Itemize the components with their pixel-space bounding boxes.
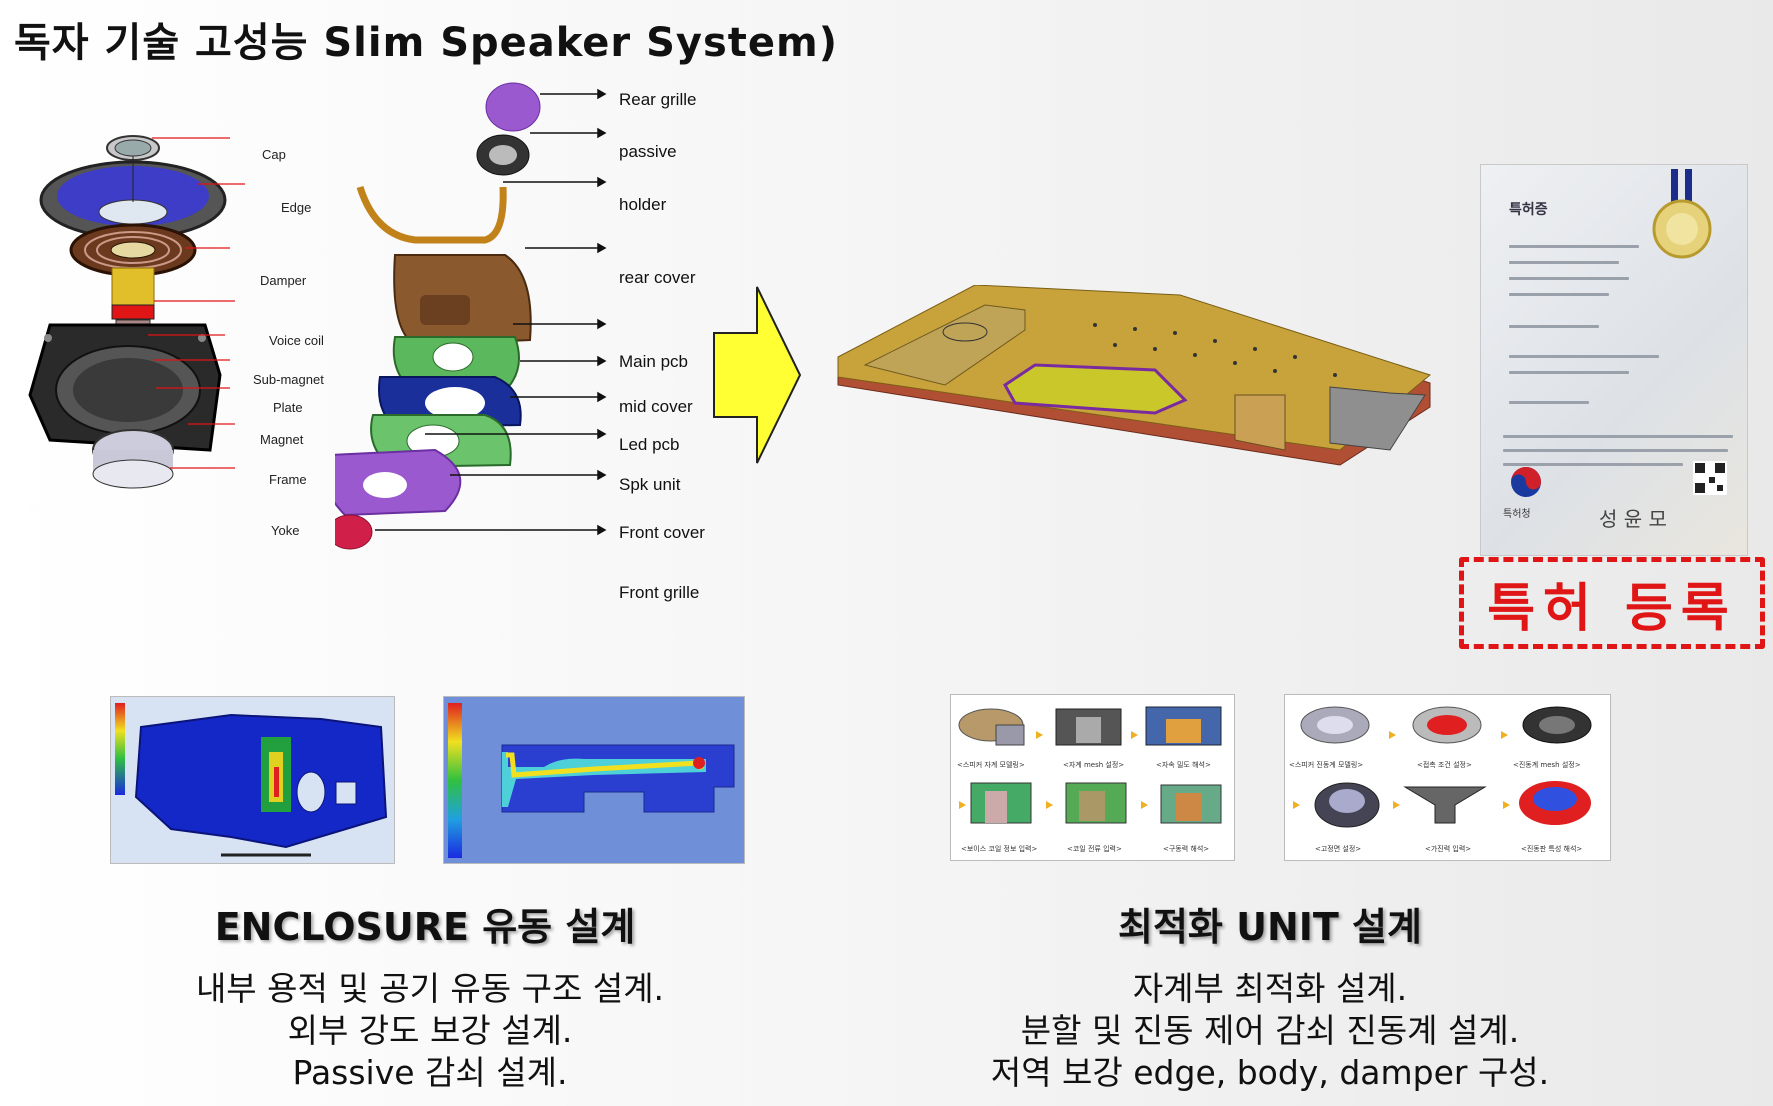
- label-led-pcb: Led pcb: [619, 435, 680, 454]
- unit-step-left-2: <자계 mesh 설정>: [1063, 760, 1124, 769]
- slim-speaker-cutaway-render: [837, 285, 1432, 466]
- unit-step-right-4: <고정면 설정>: [1315, 844, 1361, 853]
- unit-desc-line: 저역 보강 edge, body, damper 구성.: [990, 1053, 1550, 1092]
- unit-step-left-3: <자속 밀도 해석>: [1156, 760, 1211, 769]
- enclosure-assembly-exploded-diagram: [335, 82, 607, 550]
- enclosure-desc-line: 내부 용적 및 공기 유동 구조 설계.: [195, 969, 665, 1008]
- label-edge: Edge: [281, 200, 312, 215]
- flow-arrow-icon: [713, 286, 802, 464]
- magnetic-circuit-analysis-steps: <스피커 자계 모델링> <자계 mesh 설정> <자속 밀도 해석> <보이…: [950, 694, 1235, 861]
- unit-section-description: 자계부 최적화 설계. 분할 및 진동 제어 감쇠 진동계 설계. 저역 보강 …: [930, 968, 1610, 1094]
- unit-step-right-3: <진동계 mesh 설정>: [1513, 760, 1581, 769]
- label-spk-unit: Spk unit: [619, 475, 681, 494]
- unit-desc-line: 분할 및 진동 제어 감쇠 진동계 설계.: [1020, 1011, 1520, 1050]
- certificate-office: 특허청: [1503, 509, 1531, 520]
- unit-section-title: 최적화 UNIT 설계: [1118, 905, 1422, 949]
- unit-step-right-5: <가진력 입력>: [1425, 844, 1471, 853]
- korea-taegeuk-logo-icon: [1511, 467, 1541, 497]
- unit-step-left-1: <스피커 자계 모델링>: [957, 760, 1025, 769]
- label-yoke: Yoke: [271, 523, 300, 538]
- unit-step-left-4: <보이스 코일 정보 입력>: [961, 844, 1038, 853]
- unit-step-right-6: <진동판 특성 해석>: [1521, 844, 1582, 853]
- speaker-driver-exploded-diagram: [28, 135, 245, 489]
- unit-desc-line: 자계부 최적화 설계.: [1132, 969, 1408, 1008]
- label-rear-cover: rear cover: [619, 268, 696, 287]
- structural-analysis-image: [110, 696, 395, 864]
- label-front-grille: Front grille: [619, 583, 700, 602]
- label-cap: Cap: [262, 147, 286, 162]
- enclosure-section-title: ENCLOSURE 유동 설계: [214, 905, 636, 949]
- patent-registration-badge: 특허 등록: [1459, 557, 1765, 649]
- certificate-signature: 성 윤 모: [1599, 507, 1667, 531]
- label-front-cover: Front cover: [619, 523, 705, 542]
- unit-step-right-1: <스피커 진동계 모델링>: [1289, 760, 1363, 769]
- qr-code-icon: [1693, 461, 1727, 495]
- label-holder: holder: [619, 195, 667, 214]
- label-damper: Damper: [260, 273, 307, 288]
- enclosure-desc-line: 외부 강도 보강 설계.: [287, 1011, 573, 1050]
- enclosure-section-description: 내부 용적 및 공기 유동 구조 설계. 외부 강도 보강 설계. Passiv…: [120, 968, 740, 1094]
- label-passive: passive: [619, 142, 677, 161]
- label-voice-coil: Voice coil: [269, 333, 324, 348]
- unit-step-left-6: <구동력 해석>: [1163, 844, 1209, 853]
- patent-registration-label: 특허 등록: [1487, 578, 1737, 639]
- certificate-seal-icon: [1652, 169, 1712, 259]
- vibration-system-analysis-steps: <스피커 진동계 모델링> <접촉 조건 설정> <진동계 mesh 설정> <…: [1284, 694, 1611, 861]
- certificate-heading: 특허증: [1509, 202, 1548, 218]
- unit-step-right-2: <접촉 조건 설정>: [1417, 760, 1472, 769]
- label-main-pcb: Main pcb: [619, 352, 688, 371]
- label-magnet: Magnet: [260, 432, 304, 447]
- label-rear-grille: Rear grille: [619, 90, 697, 109]
- page-title: 독자 기술 고성능 Slim Speaker System): [14, 20, 838, 66]
- label-plate: Plate: [273, 400, 303, 415]
- label-frame: Frame: [269, 472, 307, 487]
- unit-step-left-5: <코일 전류 입력>: [1067, 844, 1122, 853]
- label-mid-cover: mid cover: [619, 397, 693, 416]
- label-sub-magnet: Sub-magnet: [253, 372, 324, 387]
- enclosure-desc-line: Passive 감쇠 설계.: [292, 1053, 568, 1092]
- fluid-flow-analysis-image: [443, 696, 745, 864]
- patent-certificate-image: 특허증 특허청 성 윤 모: [1480, 164, 1748, 556]
